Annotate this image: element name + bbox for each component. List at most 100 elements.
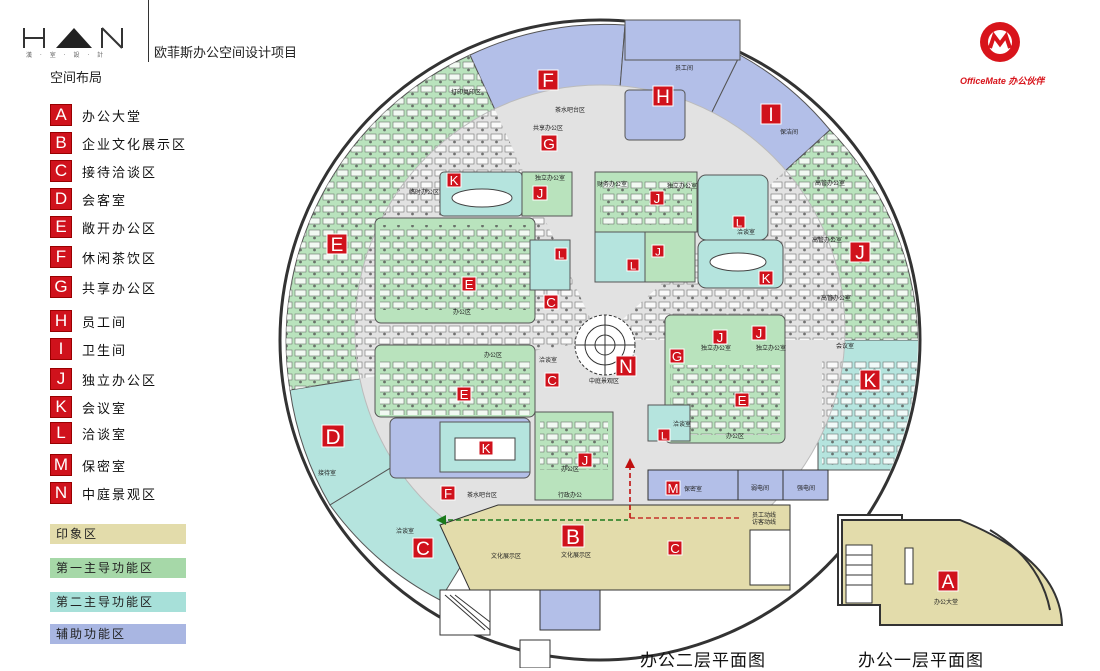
- header: 漢 · 室 · 設 · 計 欧菲斯办公空间设计项目 空间布局 OfficeMat…: [0, 0, 1100, 90]
- legend-label: 共享办公区: [82, 281, 158, 297]
- legend-label: 独立办公区: [82, 373, 158, 389]
- svg-text:N: N: [619, 357, 633, 378]
- svg-text:L: L: [558, 249, 564, 261]
- legend-label: 敞开办公区: [82, 221, 158, 237]
- plan-labels: 打印复印区茶水吧台区共享办公区员工间保洁间临时办公区独立办公室财务办公室独立办公…: [318, 64, 958, 606]
- svg-text:C: C: [670, 541, 680, 556]
- plan-label-share: 共享办公区: [533, 124, 563, 132]
- plan-label-weak: 弱电间: [751, 484, 769, 492]
- zone-chip: 第二主导功能区: [50, 592, 186, 612]
- plan-badge-i: I: [760, 103, 782, 126]
- legend-label: 会议室: [82, 401, 128, 417]
- plan-label-staff: 员工间: [675, 64, 693, 72]
- plan-badge-j: J: [712, 329, 728, 345]
- plan-label-open: 办公区: [453, 308, 471, 316]
- plan-badge-n: N: [615, 355, 637, 378]
- plan-badge-c: C: [543, 294, 559, 310]
- svg-text:L: L: [736, 217, 742, 229]
- caption-first-floor: 办公一层平面图: [858, 651, 984, 671]
- legend-label: 办公大堂: [82, 109, 143, 125]
- svg-text:M: M: [667, 481, 678, 496]
- plan-label-exec: 高管办公室: [821, 294, 851, 302]
- legend-label: 中庭景观区: [82, 487, 158, 503]
- svg-text:C: C: [416, 539, 430, 560]
- svg-text:E: E: [331, 235, 344, 256]
- plan-badge-l: L: [732, 215, 746, 229]
- plan-label-secret: 保密室: [684, 485, 702, 493]
- plan-label-tea: 茶水吧台区: [555, 106, 585, 114]
- plan-label-culture2: 文化展示区: [561, 551, 591, 559]
- legend-badge: A: [50, 104, 72, 126]
- svg-text:J: J: [756, 326, 763, 341]
- project-title: 欧菲斯办公空间设计项目: [154, 46, 298, 61]
- second-floor-plan: [278, 18, 922, 668]
- plan-badge-k: K: [859, 369, 881, 392]
- plan-label-indep: 独立办公室: [535, 174, 565, 182]
- legend-badge: M: [50, 454, 72, 476]
- plan-badge-b: B: [561, 524, 585, 549]
- legend-badge: B: [50, 132, 72, 154]
- legend-label: 保密室: [82, 459, 128, 475]
- plan-badge-c: C: [412, 537, 434, 560]
- plan-badge-f: F: [537, 69, 559, 92]
- plan-label-indep: 独立办公室: [701, 344, 731, 352]
- svg-text:D: D: [325, 426, 340, 449]
- lobby-stairs: [845, 544, 873, 604]
- svg-text:L: L: [630, 260, 636, 272]
- plan-label-nego: 洽谈室: [673, 420, 691, 428]
- strong-room: [782, 469, 829, 501]
- svg-text:H: H: [656, 87, 670, 108]
- plan-badge-e: E: [456, 386, 472, 402]
- legend-badge: J: [50, 368, 72, 390]
- plan-badge-e: E: [461, 276, 477, 292]
- plan-badge-j: J: [849, 241, 871, 264]
- brand-cn: 办公伙伴: [1008, 76, 1045, 86]
- svg-text:J: J: [582, 453, 589, 468]
- plan-label-lobby: 办公大堂: [934, 598, 958, 606]
- plan-badge-l: L: [554, 247, 568, 261]
- block-l-right2: [697, 174, 769, 241]
- legend-label: 卫生间: [82, 343, 128, 359]
- officemate-logo: OfficeMate 办公伙伴: [960, 20, 1044, 86]
- officemate-emblem: [980, 22, 1020, 62]
- first-floor-plan: [837, 514, 1064, 626]
- plan-label-nego: 洽谈室: [396, 527, 414, 535]
- plan-label-nego: 洽谈室: [737, 228, 755, 236]
- plan-badge-k: K: [478, 440, 494, 456]
- plan-badge-l: L: [657, 428, 671, 442]
- plan-badge-j: J: [751, 325, 767, 341]
- plan-label-admin: 行政办公: [558, 491, 582, 499]
- plan-badge-h: H: [652, 85, 674, 108]
- svg-text:E: E: [460, 387, 469, 402]
- plan-label-print: 打印复印区: [451, 88, 481, 96]
- plan-badge-l: L: [626, 258, 640, 272]
- svg-text:L: L: [661, 430, 667, 442]
- plan-badge-a: A: [937, 570, 959, 593]
- svg-text:J: J: [655, 246, 661, 258]
- svg-text:K: K: [864, 371, 877, 392]
- plan-label-exec: 高管办公室: [815, 179, 845, 187]
- section-title: 空间布局: [50, 71, 103, 86]
- svg-text:C: C: [546, 295, 556, 310]
- svg-text:K: K: [482, 441, 491, 456]
- svg-text:E: E: [738, 393, 747, 408]
- svg-text:B: B: [566, 526, 580, 549]
- plan-badge-f: F: [440, 485, 456, 501]
- logo-subtitle: 漢 · 室 · 設 · 計: [26, 52, 107, 59]
- plan-label-culture: 文化展示区: [491, 552, 521, 560]
- plan-label-nego: 洽谈室: [539, 356, 557, 364]
- svg-text:G: G: [672, 349, 682, 364]
- plan-badge-j: J: [649, 190, 665, 206]
- header-divider: [148, 0, 149, 62]
- svg-text:J: J: [654, 191, 661, 206]
- svg-text:J: J: [537, 186, 544, 201]
- legend-badge: H: [50, 310, 72, 332]
